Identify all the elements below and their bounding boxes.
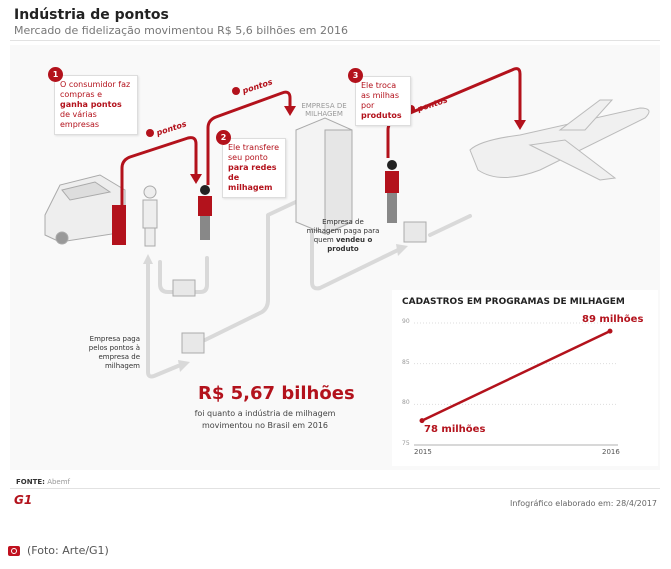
y-tick-label: 85 bbox=[402, 358, 410, 366]
step-1-box: O consumidor faz compras e ganha pontos … bbox=[54, 75, 138, 135]
note-empresa-paga: Empresa paga pelos pontos à empresa de m… bbox=[88, 335, 140, 370]
money-stack-icon bbox=[172, 221, 427, 354]
data-point bbox=[419, 418, 425, 424]
step-2-box: Ele transfere seu ponto para redes de mi… bbox=[222, 138, 286, 198]
building-icon bbox=[295, 117, 353, 235]
y-tick-label: 90 bbox=[402, 318, 410, 325]
chart-title: CADASTROS EM PROGRAMAS DE MILHAGEM bbox=[402, 297, 625, 307]
step-2-badge: 2 bbox=[216, 130, 231, 145]
gas-pump-icon bbox=[112, 205, 126, 245]
x-tick-label: 2015 bbox=[414, 448, 432, 456]
divider bbox=[10, 488, 660, 489]
step-3-badge: 3 bbox=[348, 68, 363, 83]
airplane-icon bbox=[469, 99, 650, 181]
data-label: 89 milhões bbox=[582, 314, 644, 326]
red-points-flow bbox=[120, 67, 522, 205]
credit-date: Infográfico elaborado em: 28/4/2017 bbox=[510, 499, 657, 508]
person-icon bbox=[198, 185, 212, 240]
data-point bbox=[607, 328, 613, 334]
page-subtitle: Mercado de fidelização movimentou R$ 5,6… bbox=[14, 24, 348, 37]
person-icon bbox=[385, 160, 399, 223]
chart-container bbox=[392, 290, 658, 466]
y-tick-label: 75 bbox=[402, 440, 410, 447]
x-tick-label: 2016 bbox=[602, 448, 620, 456]
divider bbox=[10, 40, 660, 41]
step-1-badge: 1 bbox=[48, 67, 63, 82]
clerk-icon bbox=[142, 185, 158, 247]
source: FONTE: Abemf bbox=[16, 478, 71, 486]
car-icon bbox=[44, 174, 126, 245]
camera-icon bbox=[8, 546, 20, 556]
data-label: 78 milhões bbox=[424, 423, 486, 435]
g1-logo: G1 bbox=[14, 493, 33, 507]
photo-caption: (Foto: Arte/G1) bbox=[27, 544, 109, 557]
highlight-description: foi quanto a indústria de milhagem movim… bbox=[194, 409, 336, 430]
red-arrowheads bbox=[190, 106, 526, 184]
building-label: EMPRESA DE MILHAGEM bbox=[301, 102, 347, 118]
grey-flow-arrows bbox=[146, 198, 472, 379]
series-line bbox=[421, 330, 611, 422]
note-milhagem-paga: Empresa de milhagem paga para quem vende… bbox=[306, 218, 380, 253]
highlight-value: R$ 5,67 bilhões bbox=[198, 383, 355, 404]
step-3-box: Ele troca as milhas por produtos bbox=[355, 76, 411, 126]
y-tick-label: 80 bbox=[402, 399, 410, 407]
page-title: Indústria de pontos bbox=[14, 7, 169, 23]
